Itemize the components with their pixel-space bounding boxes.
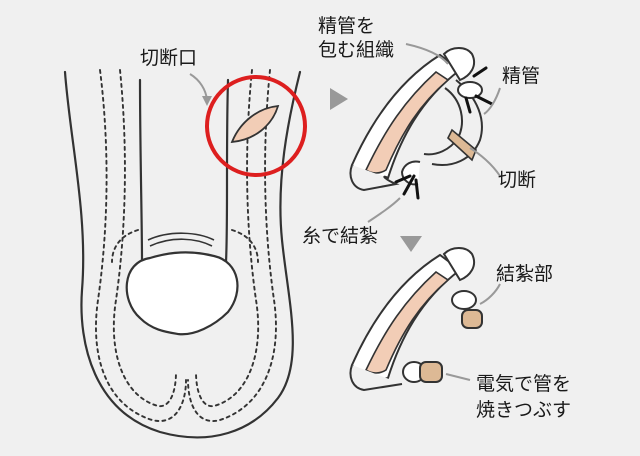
dotted-vas-paths (95, 69, 277, 422)
ligated-label: 結紮部 (496, 263, 554, 285)
incision-pointer-head (202, 96, 212, 106)
bottom-leader-lines (445, 283, 501, 381)
penis-base (125, 232, 239, 336)
sheath-label-line1: 精管を (318, 15, 376, 37)
anatomy-outline (63, 70, 302, 439)
cauterize-label-line1: 電気で管を (476, 373, 572, 395)
incision-highlight (205, 75, 307, 177)
cauterize-label-line2: 焼きつぶす (476, 399, 572, 421)
top-leader-lines (367, 43, 501, 223)
tie-label: 糸で結紮 (302, 225, 379, 247)
cauterized-vas-illustration (349, 247, 483, 392)
sheath-label-line2: 包む組織 (318, 39, 395, 61)
incision-label: 切断口 (140, 47, 198, 69)
cut-label: 切断 (498, 169, 537, 191)
arrow-right-icon (330, 88, 348, 110)
cut-vas-illustration (349, 47, 494, 200)
arrow-down-icon (400, 236, 422, 252)
vas-label: 精管 (502, 65, 541, 87)
